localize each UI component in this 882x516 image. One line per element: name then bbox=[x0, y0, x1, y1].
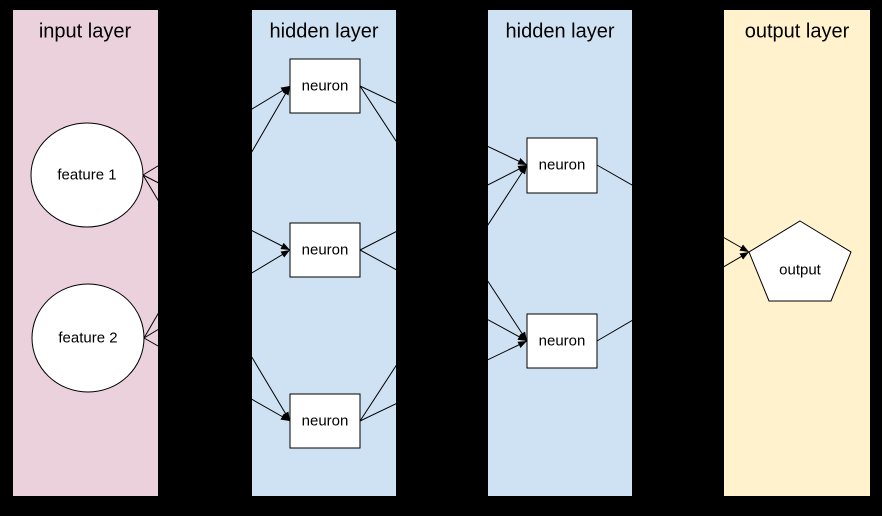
input-layer-panel bbox=[13, 10, 158, 496]
node-hidden2-neuron-2 bbox=[526, 313, 598, 369]
node-output-pentagon bbox=[748, 220, 852, 302]
edge-h1n1-h2n2 bbox=[359, 85, 528, 342]
edge-feature2-h1n3 bbox=[143, 337, 291, 422]
edge-feature2-h1n1 bbox=[143, 85, 291, 339]
edge-feature2-h1n2 bbox=[143, 249, 291, 339]
edge-h1n2-h2n1 bbox=[359, 164, 528, 251]
edges bbox=[142, 85, 750, 422]
node-feature-1 bbox=[30, 122, 144, 228]
edge-h1n2-h2n2 bbox=[359, 249, 528, 342]
edge-h2n2-output bbox=[596, 251, 750, 342]
node-hidden1-neuron-3 bbox=[289, 393, 361, 449]
edge-feature1-h1n3 bbox=[142, 174, 291, 422]
edge-feature1-h1n1 bbox=[142, 85, 291, 176]
node-hidden2-neuron-1 bbox=[526, 137, 598, 194]
node-feature-2 bbox=[31, 283, 145, 393]
node-hidden1-neuron-2 bbox=[289, 222, 361, 278]
layer-panels bbox=[13, 10, 870, 496]
hidden-layer-2-panel bbox=[488, 10, 632, 496]
node-hidden1-neuron-1 bbox=[289, 58, 361, 114]
edge-h1n3-h2n1 bbox=[359, 164, 528, 422]
edge-h2n1-output bbox=[596, 164, 750, 253]
nodes bbox=[30, 58, 852, 449]
edge-h1n3-h2n2 bbox=[359, 340, 528, 422]
edge-h1n1-h2n1 bbox=[359, 85, 528, 166]
